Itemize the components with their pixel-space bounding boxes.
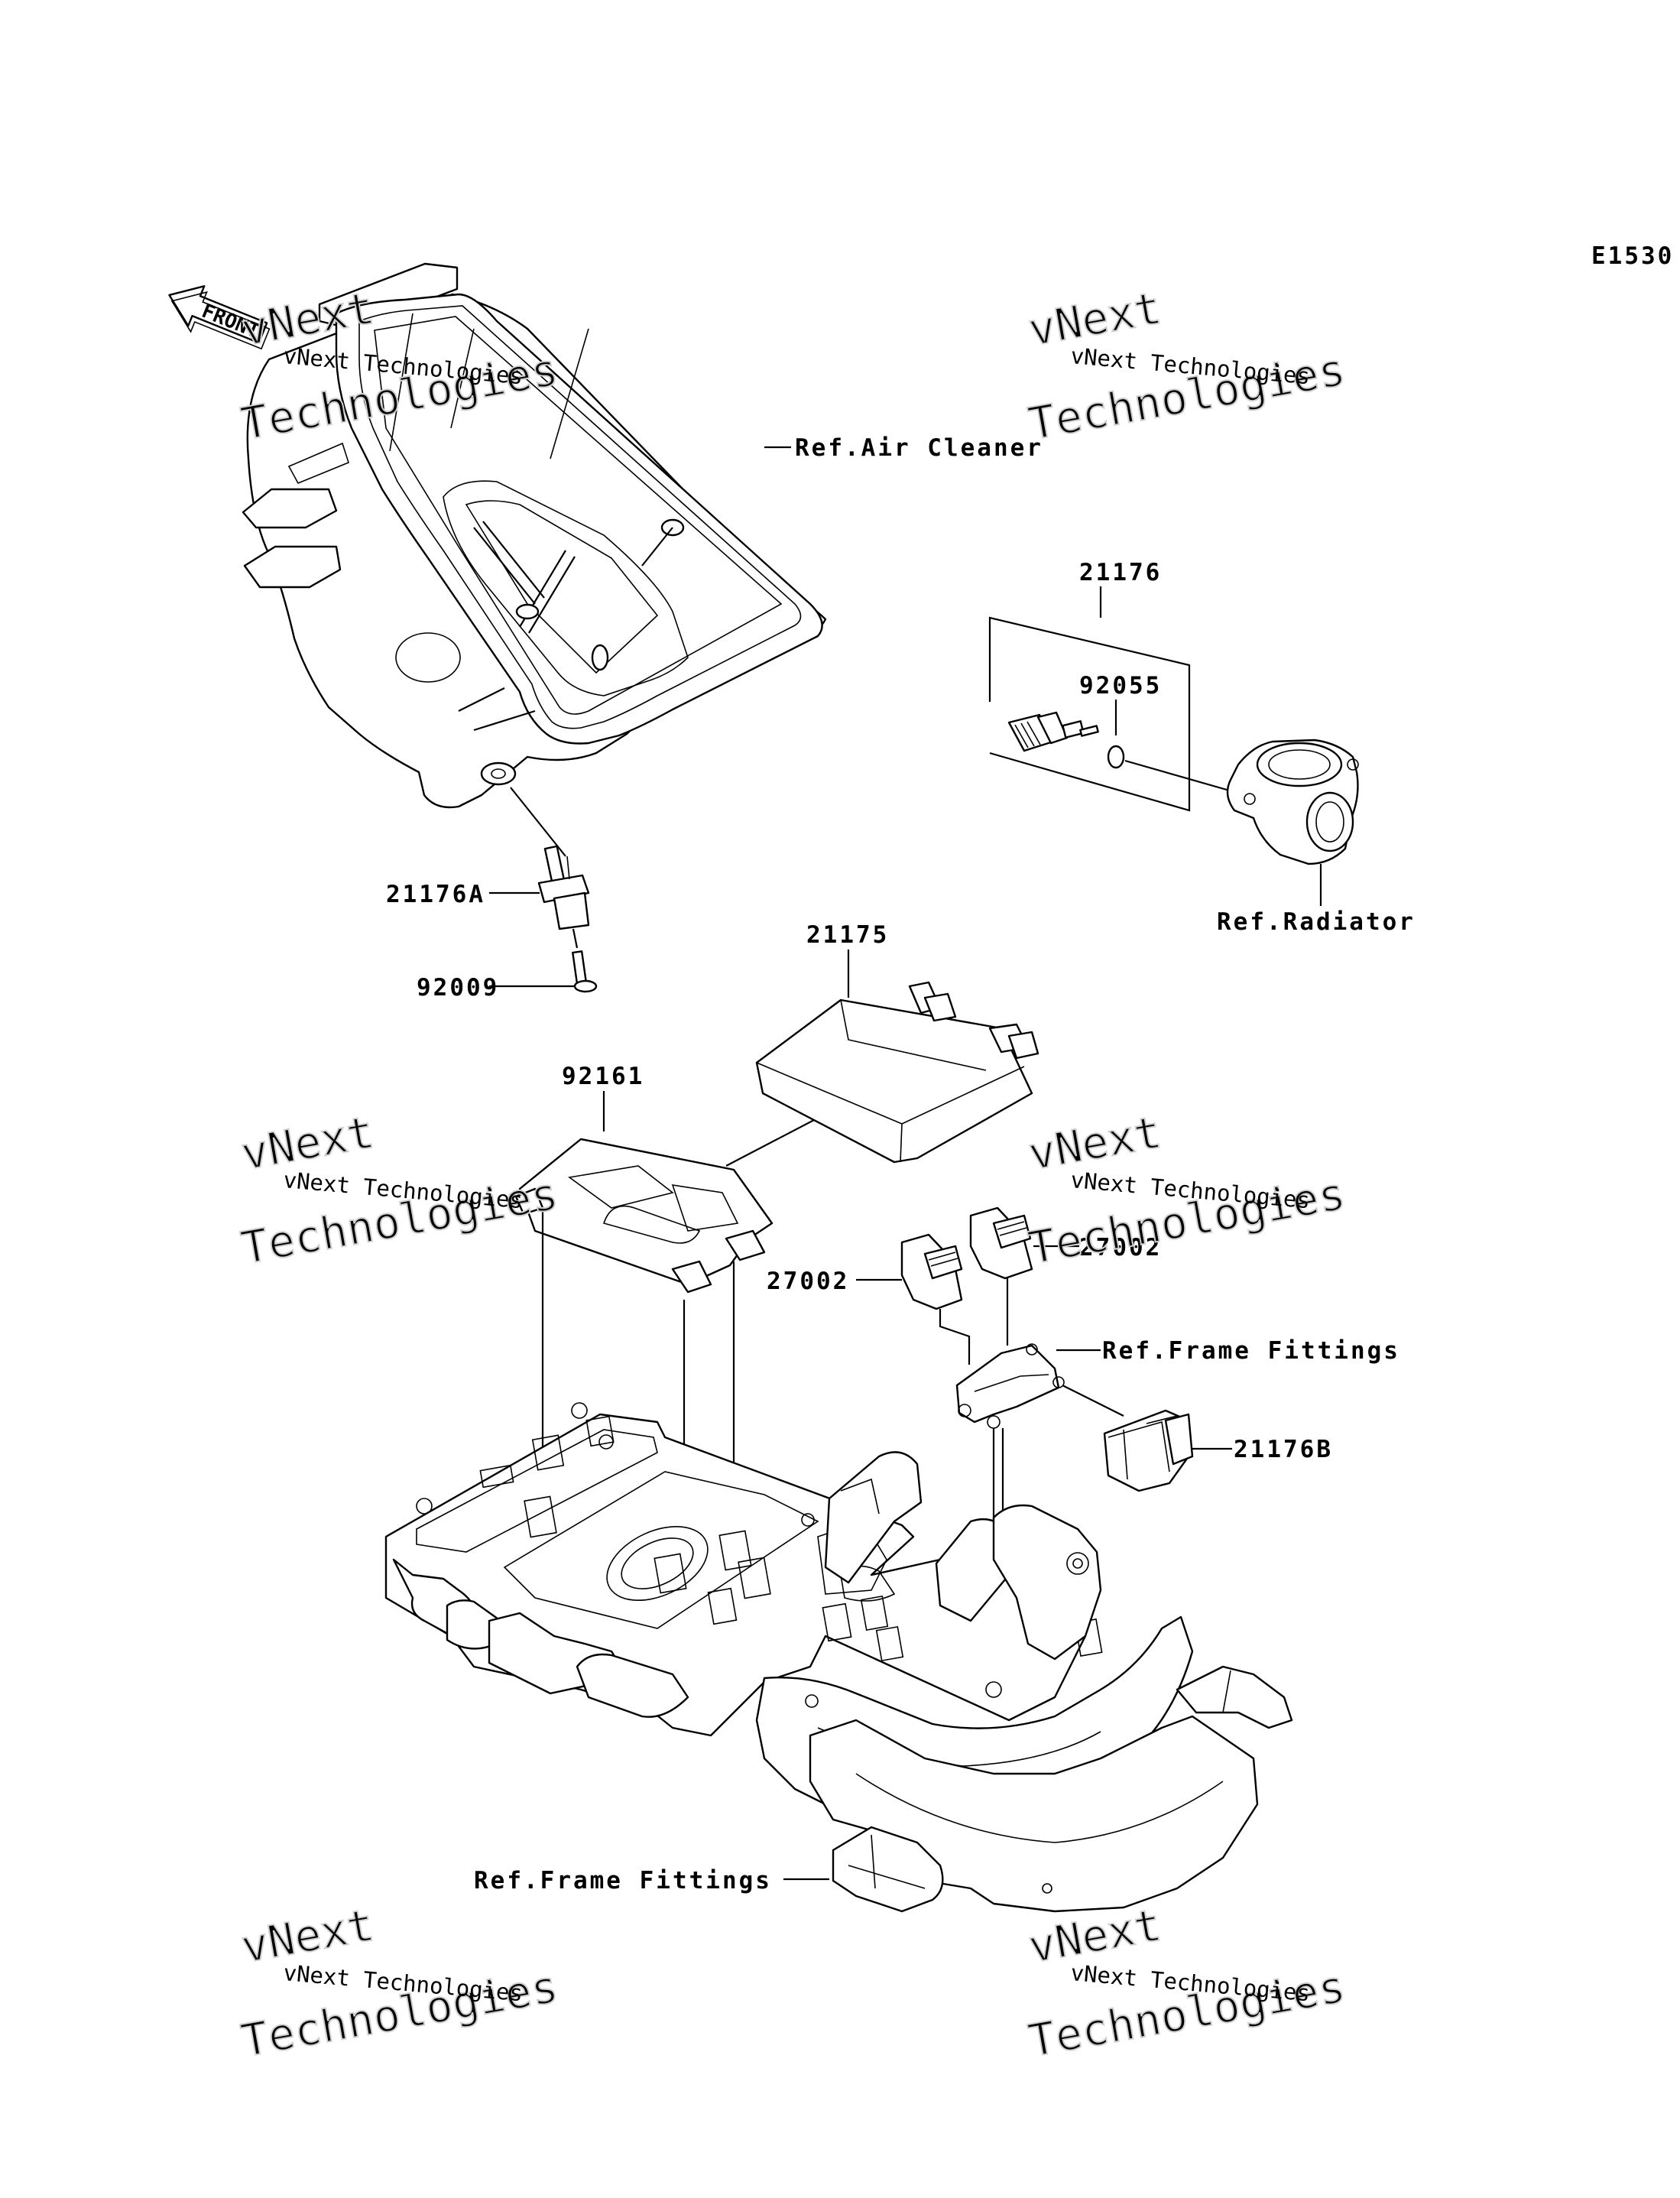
- watermark-bottom-left: vNext Technologies vNext Technologies: [237, 1898, 563, 2067]
- air-cleaner-housing: [242, 262, 827, 809]
- part-27002-right-label: 27002: [1079, 1234, 1162, 1261]
- part-92009-screw: [572, 950, 598, 993]
- part-27002-right-connector: [969, 1206, 1033, 1280]
- part-92161-ecu-holder: [514, 1138, 774, 1294]
- part-21176-temp-sensor: [1007, 711, 1099, 752]
- watermark-mid-left: vNext Technologies vNext Technologies: [237, 1105, 563, 1274]
- part-21176B-label: 21176B: [1234, 1436, 1333, 1463]
- watermark-top-right: vNext Technologies vNext Technologies: [1024, 281, 1350, 450]
- part-21176A-sensor: [537, 845, 590, 930]
- part-92055-label: 92055: [1079, 672, 1162, 700]
- watermark-mid-right: vNext Technologies vNext Technologies: [1024, 1105, 1350, 1274]
- part-92055-oring: [1107, 745, 1125, 769]
- part-27002-left-label: 27002: [767, 1268, 849, 1295]
- part-21175-ecu: [755, 981, 1039, 1164]
- frame-tray: [384, 1402, 1293, 1913]
- radiator-fitting: [1226, 739, 1359, 865]
- part-21176B-relay: [1103, 1409, 1194, 1492]
- part-21175-label: 21175: [806, 921, 889, 949]
- part-92161-label: 92161: [562, 1063, 644, 1090]
- ref-radiator-label: Ref.Radiator: [1217, 908, 1416, 936]
- part-92009-label: 92009: [417, 974, 499, 1002]
- frame-fittings-bracket: [955, 1343, 1065, 1429]
- ref-frame-fittings-bottom-label: Ref.Frame Fittings: [474, 1867, 772, 1894]
- watermark-bottom-right: vNext Technologies vNext Technologies: [1024, 1898, 1350, 2067]
- ref-air-cleaner-label: Ref.Air Cleaner: [795, 434, 1043, 462]
- part-21176-label: 21176: [1079, 559, 1162, 586]
- ref-frame-fittings-mid-label: Ref.Frame Fittings: [1102, 1337, 1400, 1365]
- diagram-code: E1530: [1591, 242, 1674, 270]
- part-21176A-label: 21176A: [386, 881, 485, 908]
- part-27002-left-connector: [900, 1233, 963, 1310]
